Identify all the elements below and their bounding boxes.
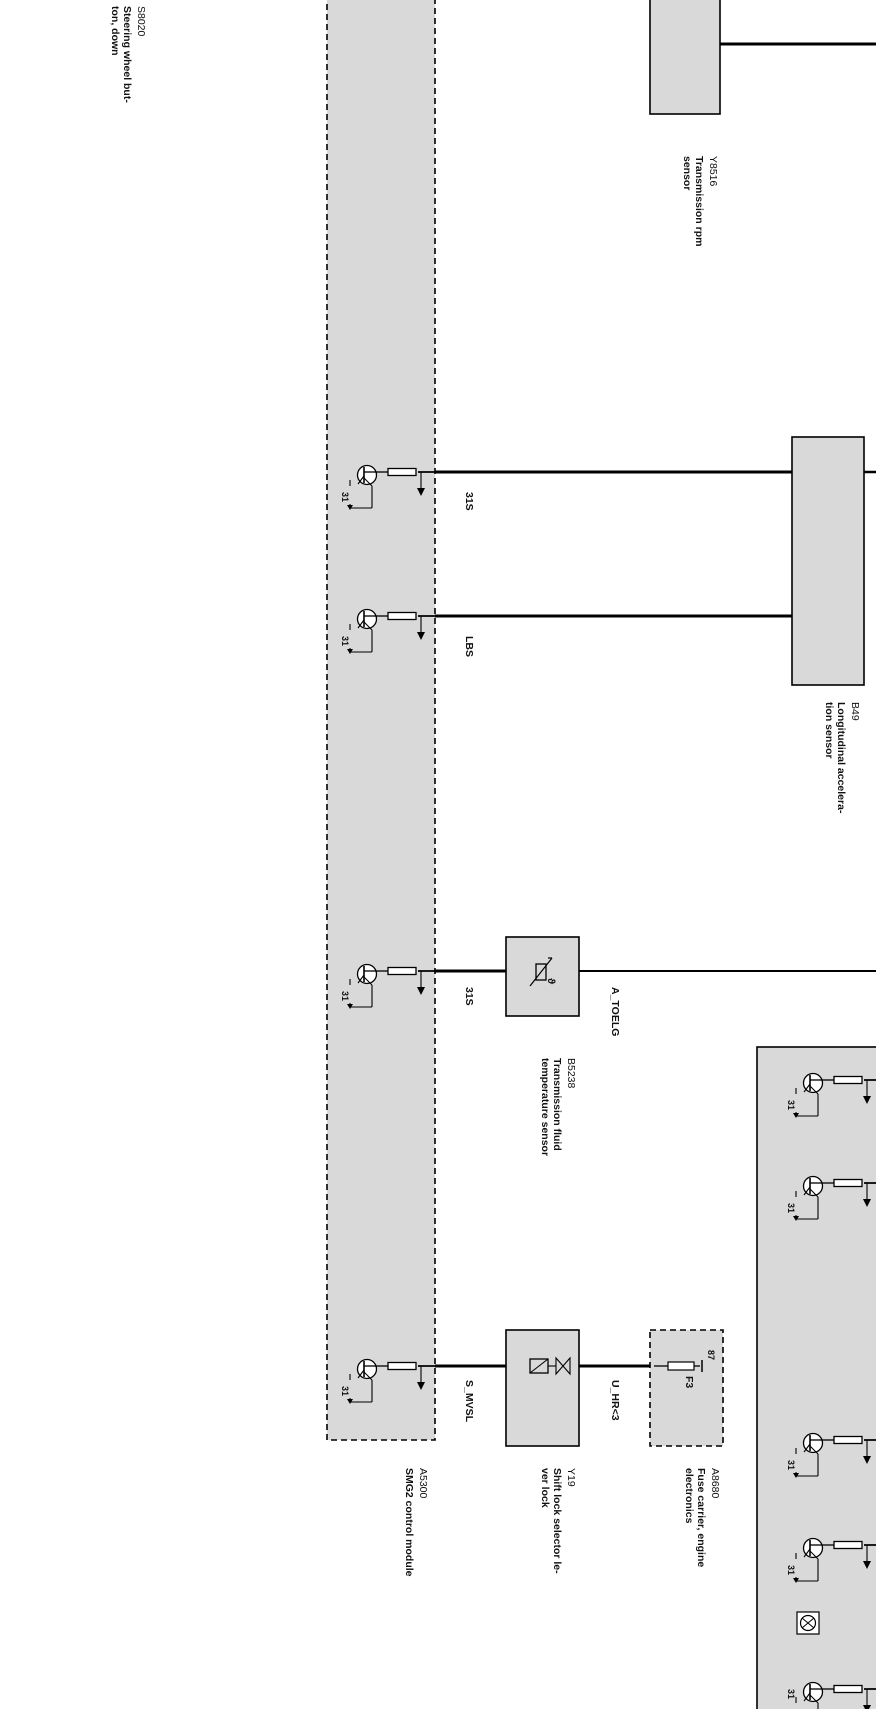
thermo-mark: ϑ: [545, 978, 557, 985]
lower-right-module-box: [756, 1046, 876, 1709]
thermistor-icon: [529, 957, 553, 987]
smg2-control-module-box: [326, 0, 436, 1441]
caption-code: A8680: [709, 1468, 721, 1499]
caption-code: Y8516: [707, 156, 719, 187]
b49-sensor-box: [791, 436, 865, 686]
signal-a-toelg: A_TOELG: [609, 987, 621, 1036]
caption-a5300: A5300 SMG2 control module: [403, 1468, 429, 1577]
ground-label: 31: [340, 991, 350, 1001]
ground-label: 31: [786, 1203, 796, 1213]
caption-desc-2: temperature sensor: [539, 1058, 551, 1156]
caption-code: S8020: [135, 6, 147, 37]
caption-b49: B49 Longitudinal accelera- tion sensor: [823, 702, 861, 814]
caption-desc-2: ver lock: [539, 1468, 551, 1508]
caption-code: A5300: [417, 1468, 429, 1499]
signal-31s-mid: 31S: [463, 987, 475, 1006]
caption-y19: Y19 Shift lock selector le- ver lock: [539, 1468, 577, 1574]
fuse-pin-label: 87: [706, 1350, 716, 1360]
fuse-icon: [654, 1360, 703, 1372]
solenoid-valve-icon: [529, 1356, 571, 1376]
ground-label: 31: [786, 1100, 796, 1110]
caption-code: B5238: [565, 1058, 577, 1089]
signal-lbs: LBS: [463, 636, 475, 657]
caption-s8020: S8020 Steering wheel but- ton, down: [109, 6, 147, 103]
caption-code: B49: [849, 702, 861, 721]
caption-a8680: A8680 Fuse carrier, engine electronics: [683, 1468, 721, 1567]
caption-desc-2: sensor: [681, 156, 693, 190]
b5238-sensor-box: [505, 936, 580, 1017]
caption-b5238: B5238 Transmission fluid temperature sen…: [539, 1058, 577, 1156]
signal-u-hr: U_HR<3: [609, 1380, 621, 1421]
caption-desc-1: Steering wheel but-: [121, 6, 133, 103]
caption-desc-2: ton, down: [109, 6, 121, 56]
ground-label: 31: [340, 1386, 350, 1396]
signal-31s-top: 31S: [463, 492, 475, 511]
y8516-sensor-box: [649, 0, 721, 115]
caption-desc-1: Transmission rpm: [693, 156, 705, 246]
ground-label: 31: [786, 1460, 796, 1470]
y19-shift-lock-box: [505, 1329, 580, 1447]
caption-code: Y19: [565, 1468, 577, 1487]
caption-desc-1: Longitudinal accelera-: [835, 702, 847, 814]
caption-desc-1: SMG2 control module: [403, 1468, 415, 1577]
caption-desc-1: Transmission fluid: [551, 1058, 563, 1151]
ground-label: 31: [340, 636, 350, 646]
caption-desc-2: tion sensor: [823, 702, 835, 759]
ground-label: 31: [786, 1689, 796, 1699]
a8680-fuse-carrier-box: [649, 1329, 724, 1447]
ground-label: 31: [340, 492, 350, 502]
diagnostic-symbol-icon: [796, 1611, 820, 1635]
fuse-label: F3: [683, 1376, 695, 1388]
caption-y8516: Y8516 Transmission rpm sensor: [681, 156, 719, 246]
signal-s-mvsl: S_MVSL: [463, 1380, 475, 1423]
caption-desc-2: electronics: [683, 1468, 695, 1524]
ground-label: 31: [786, 1565, 796, 1575]
caption-desc-1: Fuse carrier, engine: [695, 1468, 707, 1567]
caption-desc-1: Shift lock selector le-: [551, 1468, 563, 1574]
